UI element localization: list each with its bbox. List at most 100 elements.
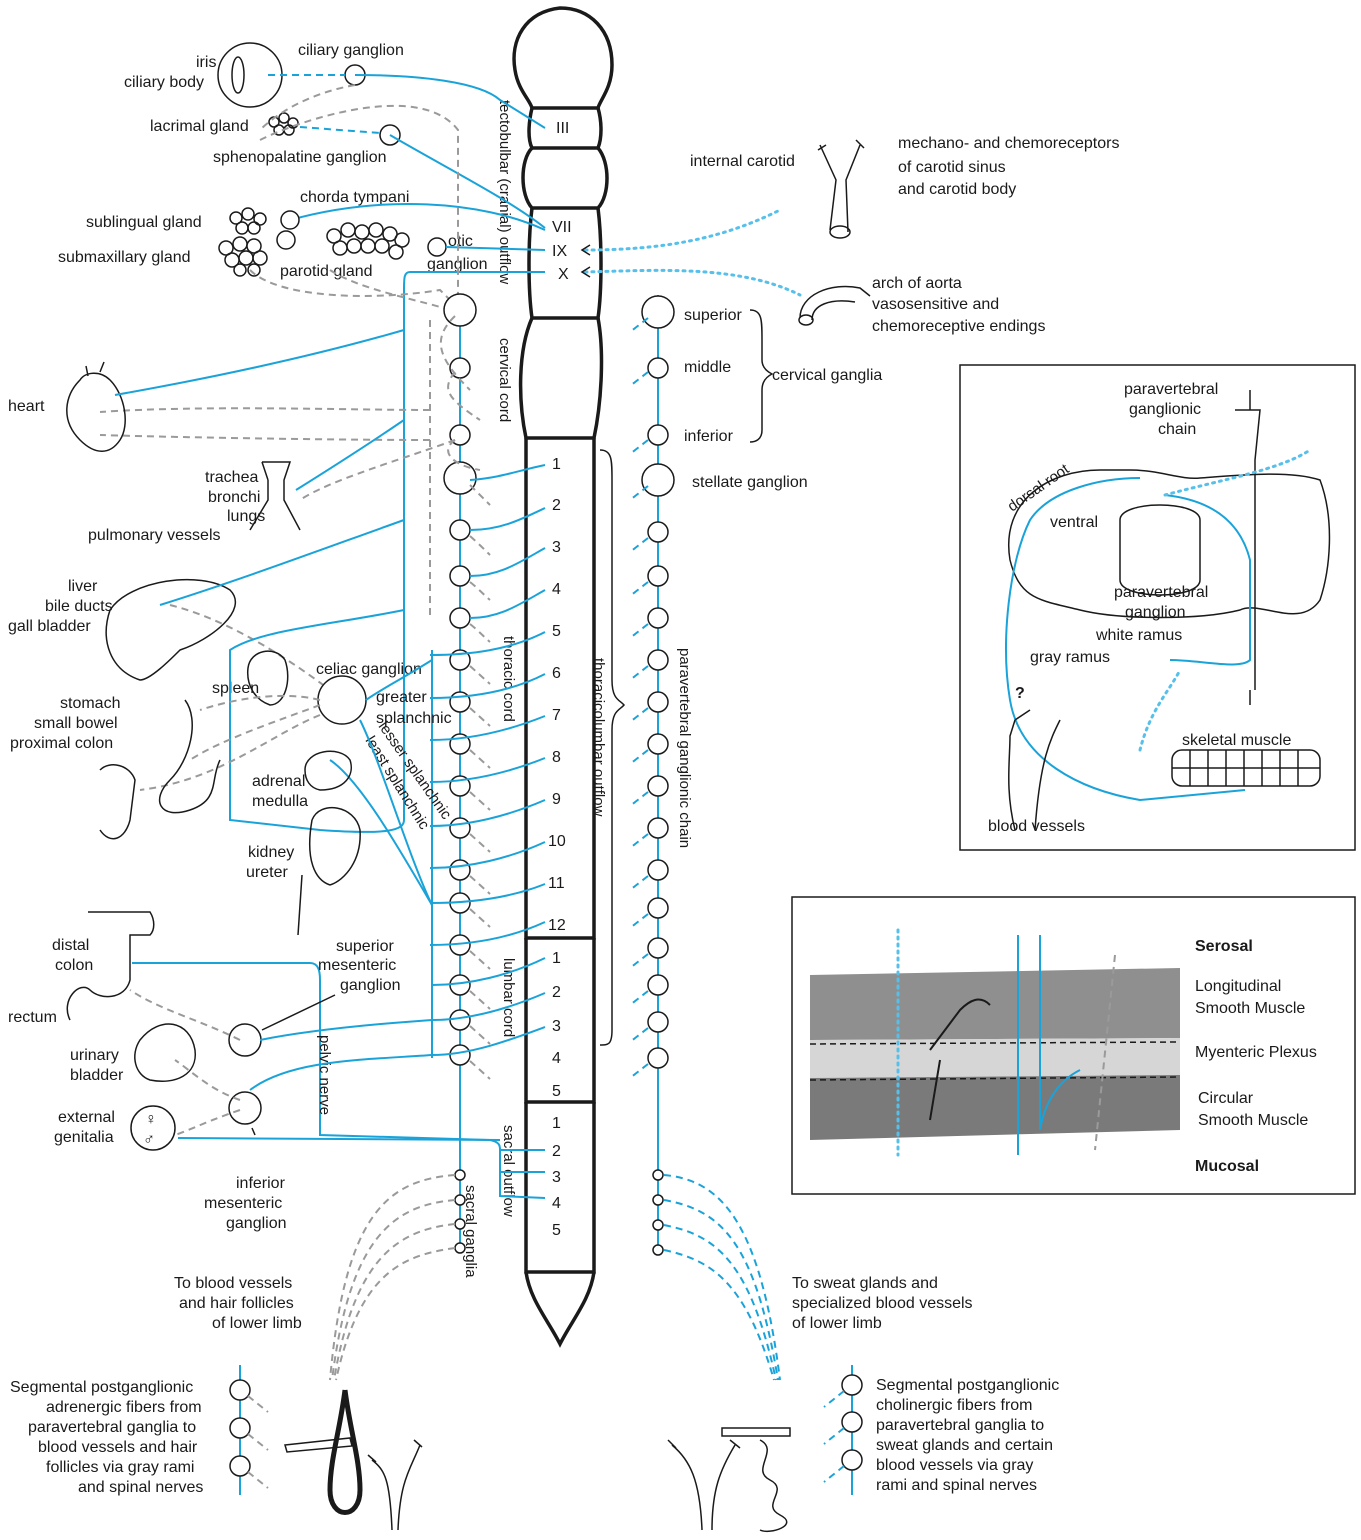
lower-limb-adrenergic-fibers	[330, 1175, 455, 1380]
circular-muscle-layer	[810, 1075, 1180, 1140]
cranial-label-VII: VII	[552, 219, 572, 236]
superior-mesenteric-fiber	[260, 1020, 432, 1040]
stomach-label: stomach	[60, 695, 120, 712]
to-blood-line-1: To blood vessels	[174, 1275, 292, 1292]
inferior-mesenteric-fiber	[250, 1055, 432, 1090]
stellate-ganglion-label: stellate ganglion	[692, 474, 808, 491]
left-chain-ganglion-t10	[450, 860, 470, 880]
pelvic-nerve-label: pelvic nerve	[316, 1035, 333, 1115]
submaxillary-gland-icon	[219, 237, 267, 276]
seg-chol-line-3: paravertebral ganglia to	[876, 1417, 1044, 1434]
parotid-gland-label: parotid gland	[280, 263, 373, 280]
eye: iris ciliary body	[124, 43, 282, 107]
lacrimal-gland-label: lacrimal gland	[150, 118, 249, 135]
right-inferior-cervical-ganglion	[648, 425, 668, 445]
middle-cervical-label: middle	[684, 359, 731, 376]
inferior-cervical-label: inferior	[684, 428, 734, 445]
right-stellate-ganglion	[642, 464, 674, 496]
sweat-gland-icon	[668, 1428, 790, 1531]
inset-white-ramus-label: white ramus	[1095, 627, 1182, 644]
bile-ducts-label: bile ducts	[45, 598, 113, 615]
to-blood-line-3: of lower limb	[212, 1315, 302, 1332]
bladder-icon	[135, 1024, 195, 1081]
brain-outline	[514, 8, 612, 108]
ureter-label: ureter	[246, 864, 288, 881]
inferior-mesenteric-pointer	[252, 1128, 255, 1135]
submandibular-ganglion-icon-a	[281, 211, 299, 229]
adrenal-icon	[305, 751, 351, 790]
mechano-line-1: mechano- and chemoreceptors	[898, 135, 1119, 152]
sacral-label-4: 4	[552, 1195, 561, 1212]
seg-chol-line-1: Segmental postganglionic	[876, 1377, 1059, 1394]
heart-icon	[67, 362, 125, 451]
trachea-label: trachea	[205, 469, 258, 486]
right-chain-ganglion-l3	[648, 1048, 668, 1068]
aorta-line-2: vasosensitive and	[872, 296, 999, 313]
right-chain-ganglion-t2	[648, 522, 668, 542]
seg-chol-line-6: rami and spinal nerves	[876, 1477, 1037, 1494]
superior-mesenteric-pointer	[262, 995, 335, 1030]
seg-adr-line-2: adrenergic fibers from	[46, 1399, 202, 1416]
thoracic-label-10: 10	[548, 833, 566, 850]
lumbar-label-2: 2	[552, 984, 561, 1001]
parotid-gland-icon	[327, 223, 409, 259]
longitudinal-muscle-layer	[810, 968, 1180, 1040]
inset-spinal-section: skeletal muscle blood vessels ? paravert…	[960, 365, 1355, 850]
inset-gut-wall: Serosal Longitudinal Smooth Muscle Myent…	[792, 897, 1355, 1194]
bronchi-label: bronchi	[208, 489, 260, 506]
lumbar-label-4: 4	[552, 1050, 561, 1067]
smooth-muscle-label-1: Smooth Muscle	[1195, 1000, 1305, 1017]
iris-shape	[232, 57, 244, 93]
sacral-ganglion-3	[455, 1219, 465, 1229]
lumbar-label-5: 5	[552, 1083, 561, 1100]
pulmonary-vessels-label: pulmonary vessels	[88, 527, 221, 544]
sacral-label-1: 1	[552, 1115, 561, 1132]
longitudinal-label: Longitudinal	[1195, 978, 1281, 995]
submandibular-ganglion-icon-b	[277, 231, 295, 249]
left-chain-ganglion-t3	[450, 566, 470, 586]
sacral-ganglion-4	[455, 1243, 465, 1253]
aortic-arch-icon	[799, 287, 870, 325]
right-middle-cervical-ganglion	[648, 358, 668, 378]
cauda-tip-outline	[526, 1272, 594, 1344]
sacral-ganglion-1	[455, 1170, 465, 1180]
right-chain-ganglion-t10	[648, 860, 668, 880]
medulla-label: medulla	[252, 793, 308, 810]
thoracic-label-4: 4	[552, 581, 561, 598]
internal-carotid-icon	[818, 140, 864, 238]
inset-chain-label: chain	[1158, 421, 1196, 438]
adrenal-label: adrenal	[252, 773, 305, 790]
to-sweat-line-3: of lower limb	[792, 1315, 882, 1332]
colon-label: colon	[55, 957, 93, 974]
seg-adr-line-5: follicles via gray rami	[46, 1459, 194, 1476]
left-sympathetic-chain	[444, 294, 476, 1253]
smooth-muscle-label-2: Smooth Muscle	[1198, 1112, 1308, 1129]
cranial-label-X: X	[558, 266, 569, 283]
myenteric-plexus-label: Myenteric Plexus	[1195, 1044, 1317, 1061]
iris-label: iris	[196, 54, 216, 71]
right-chain-ganglion-t7	[648, 734, 668, 754]
paravertebral-chain-label: paravertebral ganglionic chain	[676, 648, 693, 848]
circular-label: Circular	[1198, 1090, 1254, 1107]
right-sympathetic-chain	[642, 295, 674, 1255]
left-superior-cervical-ganglion	[444, 294, 476, 326]
seg-adr-line-6: and spinal nerves	[78, 1479, 203, 1496]
seg-chol-line-4: sweat glands and certain	[876, 1437, 1053, 1454]
liver-icon	[106, 580, 235, 680]
thoracic-label-1: 1	[552, 456, 561, 473]
cervical-ganglia-label: cervical ganglia	[772, 367, 882, 384]
gall-bladder-label: gall bladder	[8, 618, 91, 635]
heart-label: heart	[8, 398, 45, 415]
right-chain-ganglion-t12	[648, 938, 668, 958]
otic-ganglion-icon	[428, 238, 446, 256]
cranial-label-IX: IX	[552, 243, 567, 260]
male-symbol: ♂	[143, 1131, 155, 1148]
kidney-icon	[298, 808, 360, 935]
lacrimal-gland-icon	[269, 113, 298, 135]
left-stellate-ganglion	[444, 462, 476, 494]
lacrimal-postganglionic	[300, 127, 380, 133]
kidney-label: kidney	[248, 844, 294, 861]
proximal-colon-label: proximal colon	[10, 735, 113, 752]
aorta-line-3: chemoreceptive endings	[872, 318, 1045, 335]
sublingual-gland-label: sublingual gland	[86, 214, 202, 231]
